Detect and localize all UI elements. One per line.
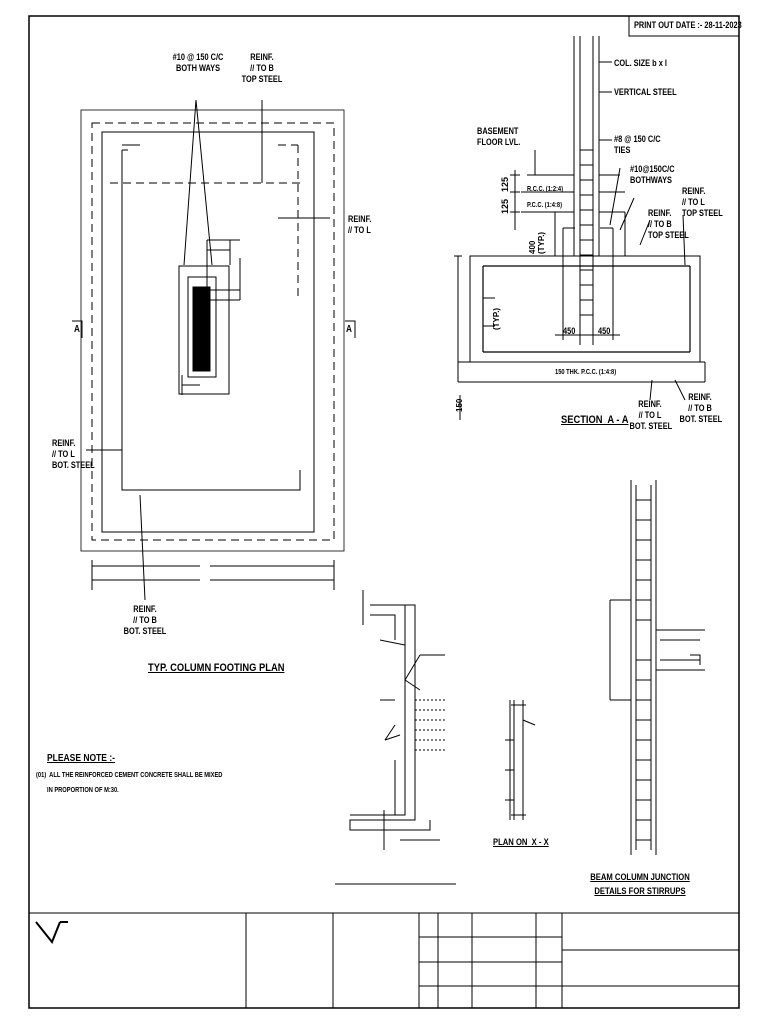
label-top-b: REINF. // TO B TOP STEEL: [241, 52, 283, 84]
section-mark-left: A: [74, 324, 80, 335]
section-mark-right: A: [346, 324, 352, 335]
title-block: [29, 912, 739, 1008]
label-col-size: COL. SIZE b x l: [614, 58, 667, 68]
notes-line-2: IN PROPORTION OF M:30.: [47, 787, 119, 794]
print-date-box: [628, 15, 740, 37]
label-reinf-bot-b: REINF. // TO B BOT. STEEL: [679, 392, 723, 424]
notes-line-1: (01) ALL THE REINFORCED CEMENT CONCRETE …: [36, 772, 223, 779]
dim-125b: 125: [500, 198, 510, 214]
plan-xx-drawing: [505, 700, 536, 820]
label-pcc: P.C.C. (1:4:8): [527, 202, 562, 209]
dim-450a: 450: [563, 326, 576, 336]
label-reinf-bot-l: REINF. // TO L BOT. STEEL: [629, 399, 673, 431]
label-vertical-steel: VERTICAL STEEL: [614, 87, 677, 97]
label-rcc: R.C.C. (1:2:4): [527, 186, 564, 193]
label-top-l: REINF. // TO L: [348, 214, 372, 235]
label-ties: #8 @ 150 C/C TIES: [614, 134, 661, 155]
label-reinf-top-b: REINF. // TO B TOP STEEL: [648, 208, 689, 240]
sheet-border: [28, 15, 740, 1009]
plan-xx-title: PLAN ON X - X: [493, 837, 549, 847]
notes-heading: PLEASE NOTE :-: [47, 753, 116, 764]
label-bothways: #10@150C/C BOTHWAYS: [630, 164, 675, 185]
label-reinf-top-l: REINF. // TO L TOP STEEL: [682, 186, 723, 218]
label-typ: (TYP.): [492, 307, 501, 330]
label-bot-l: REINF. // TO L BOT. STEEL: [52, 438, 95, 470]
section-title: SECTION A - A: [561, 414, 629, 426]
label-pcc-bed: 150 THK. P.C.C. (1:4:8): [555, 369, 617, 376]
plan-title: TYP. COLUMN FOOTING PLAN: [148, 662, 285, 674]
beam-column-title: BEAM COLUMN JUNCTION DETAILS FOR STIRRUP…: [590, 872, 690, 896]
beam-column-junction-drawing: [609, 480, 705, 855]
label-bot-b: REINF. // TO B BOT. STEEL: [123, 604, 167, 636]
print-date: PRINT OUT DATE :- 28-11-2023: [634, 20, 742, 30]
dim-150: 150: [455, 398, 464, 412]
section-aa-drawing: [454, 36, 706, 420]
dim-450b: 450: [598, 326, 611, 336]
footing-plan-drawing: [72, 99, 356, 601]
dim-125a: 125: [500, 176, 510, 192]
label-basement: BASEMENT FLOOR LVL.: [477, 126, 521, 147]
label-both-ways: #10 @ 150 C/C BOTH WAYS: [172, 52, 224, 73]
wall-detail-drawing: [335, 590, 456, 885]
dim-400: 400 (TYP.): [528, 231, 546, 254]
